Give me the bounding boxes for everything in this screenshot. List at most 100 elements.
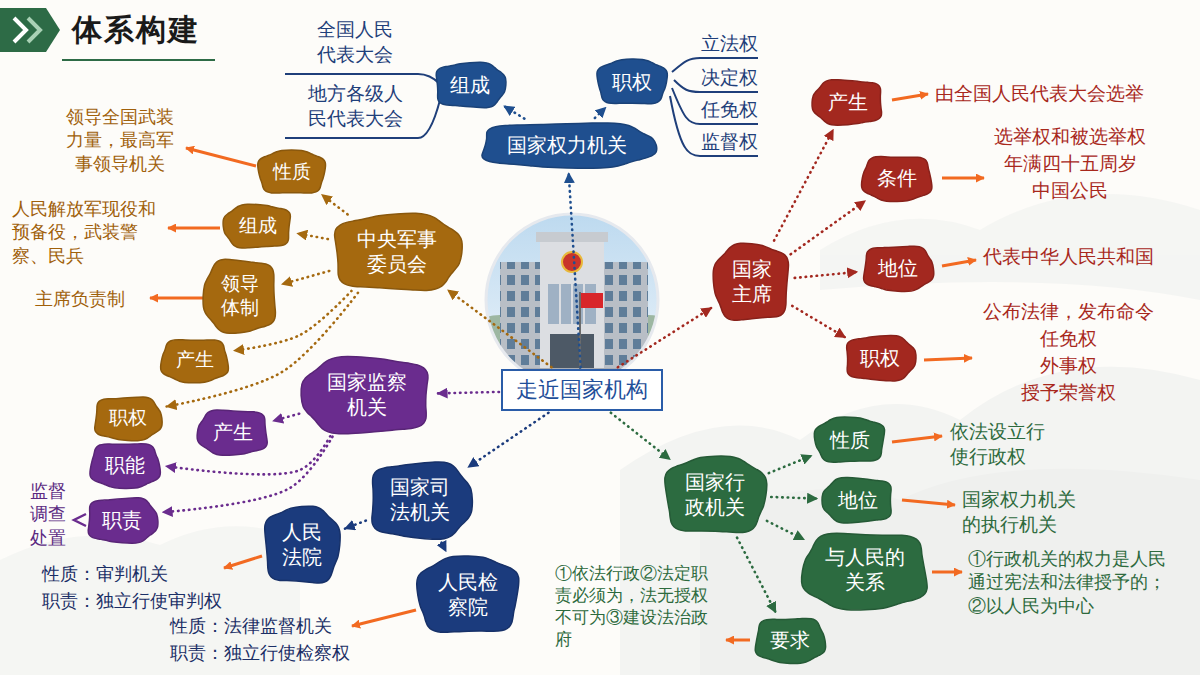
node-label: 职能 [105, 453, 145, 478]
node-label: 产生 [176, 348, 214, 372]
node-label: 职权 [612, 70, 652, 95]
note-text: 授予荣誉权 [973, 381, 1163, 406]
node-label: 条件 [877, 166, 917, 191]
note-text: 领导全国武装力量，最高军事领导机关 [63, 106, 178, 176]
note-text: 中国公民 [983, 179, 1158, 204]
dotted-connector [595, 108, 606, 118]
node-label: 国家权力机关 [507, 133, 627, 158]
cloud-outline [417, 556, 519, 632]
cloud-outline [597, 59, 667, 104]
dotted-connector [611, 413, 670, 460]
note-text: ①行政机关的权力是人民通过宪法和法律授予的；②以人民为中心 [968, 548, 1183, 618]
cloud-outline [203, 259, 275, 333]
central-title-box: 走近国家机构 [501, 369, 663, 411]
dotted-connector [442, 543, 446, 552]
cloud-outline [372, 462, 472, 539]
cloud-outline [436, 62, 506, 107]
cloud-shape [261, 504, 342, 587]
note-text: 性质：法律监督机关 [170, 615, 390, 638]
topic-cloud: 组成 [432, 60, 508, 111]
node-label: 要求 [770, 628, 810, 653]
node-label: 性质 [830, 428, 870, 453]
topic-cloud: 要求 [752, 615, 828, 666]
note-text: 任免权 [689, 98, 769, 123]
dotted-connector [322, 195, 348, 215]
topic-cloud: 中央军事委员会 [329, 211, 464, 294]
dotted-connector [769, 456, 812, 473]
topic-cloud: 与人民的关系 [799, 529, 932, 612]
node-label: 国家主席 [730, 257, 774, 307]
cloud-shape [414, 554, 522, 637]
topic-cloud: 条件 [859, 153, 935, 204]
cloud-shape [201, 256, 280, 336]
cloud-outline [335, 213, 463, 290]
cloud-shape [329, 211, 464, 294]
node-label: 性质 [273, 160, 311, 184]
topic-cloud: 国家权力机关 [475, 120, 659, 171]
cloud-outline [482, 123, 657, 168]
cloud-outline [822, 477, 891, 522]
topic-cloud: 国家主席 [711, 241, 792, 324]
node-label: 人民检察院 [436, 570, 500, 620]
note-text: 国家权力机关的执行机关 [962, 488, 1082, 537]
node-label: 职权 [860, 346, 900, 371]
cloud-shape [799, 529, 932, 612]
note-text: 主席负责制 [35, 288, 145, 311]
topic-cloud: 性质 [255, 148, 328, 197]
dotted-connector [297, 233, 328, 239]
dotted-connector [737, 538, 776, 613]
note-text: 代表中华人民共和国 [983, 245, 1193, 270]
building-illustration [460, 210, 688, 392]
cloud-outline [197, 410, 267, 455]
note-text: 立法权 [689, 32, 769, 57]
note-text: 监督权 [689, 130, 769, 155]
node-label: 产生 [828, 90, 868, 115]
note-text: 决定权 [689, 66, 769, 91]
node-label: 国家行政机关 [683, 470, 747, 520]
dotted-connector [795, 272, 857, 278]
dotted-connector [273, 414, 299, 421]
dotted-connector [345, 521, 366, 529]
node-label: 国家监察机关 [325, 370, 409, 420]
cloud-outline [258, 150, 326, 193]
cloud-outline [847, 335, 916, 380]
mountain-wash [0, 194, 1200, 675]
cloud-outline [301, 356, 428, 433]
note-text: 年满四十五周岁 [983, 152, 1158, 177]
topic-cloud: 国家行政机关 [661, 454, 769, 537]
cloud-outline [265, 506, 340, 583]
cloud-outline [814, 417, 884, 462]
cloud-outline [755, 618, 825, 663]
note-text: 性质：审判机关 [42, 563, 242, 586]
topic-cloud: 性质 [812, 415, 888, 466]
small-arrowhead [74, 514, 86, 526]
topic-cloud: 人民法院 [261, 504, 342, 587]
dotted-connector [618, 308, 712, 367]
dotted-connector [791, 201, 865, 254]
dotted-connector [767, 521, 804, 540]
cloud-outline [223, 204, 290, 248]
dotted-connector [468, 413, 548, 467]
cloud-shape [366, 459, 474, 542]
dotted-connector [504, 106, 524, 118]
topic-cloud: 职能 [87, 440, 163, 491]
node-label: 地位 [838, 488, 878, 513]
cloud-outline [812, 79, 882, 124]
note-text: 任免权 [973, 327, 1163, 352]
topic-cloud: 人民检察院 [414, 554, 522, 637]
topic-cloud: 国家监察机关 [299, 354, 434, 437]
dotted-connector [282, 271, 329, 284]
topic-cloud: 职责 [84, 495, 160, 546]
node-label: 人民法院 [280, 520, 324, 570]
dotted-connector [438, 392, 499, 393]
node-label: 国家司法机关 [388, 475, 452, 525]
cloud-outline [90, 443, 160, 488]
cloud-shape [711, 241, 792, 324]
cloud-shape [661, 454, 769, 537]
note-text: 公布法律，发布命令 [973, 300, 1163, 325]
dotted-connector [774, 130, 833, 241]
note-text: 依法设立行使行政权 [950, 420, 1055, 469]
node-label: 组成 [450, 73, 490, 98]
dotted-connector [569, 173, 581, 367]
note-text: 职责：独立行使审判权 [42, 590, 262, 613]
